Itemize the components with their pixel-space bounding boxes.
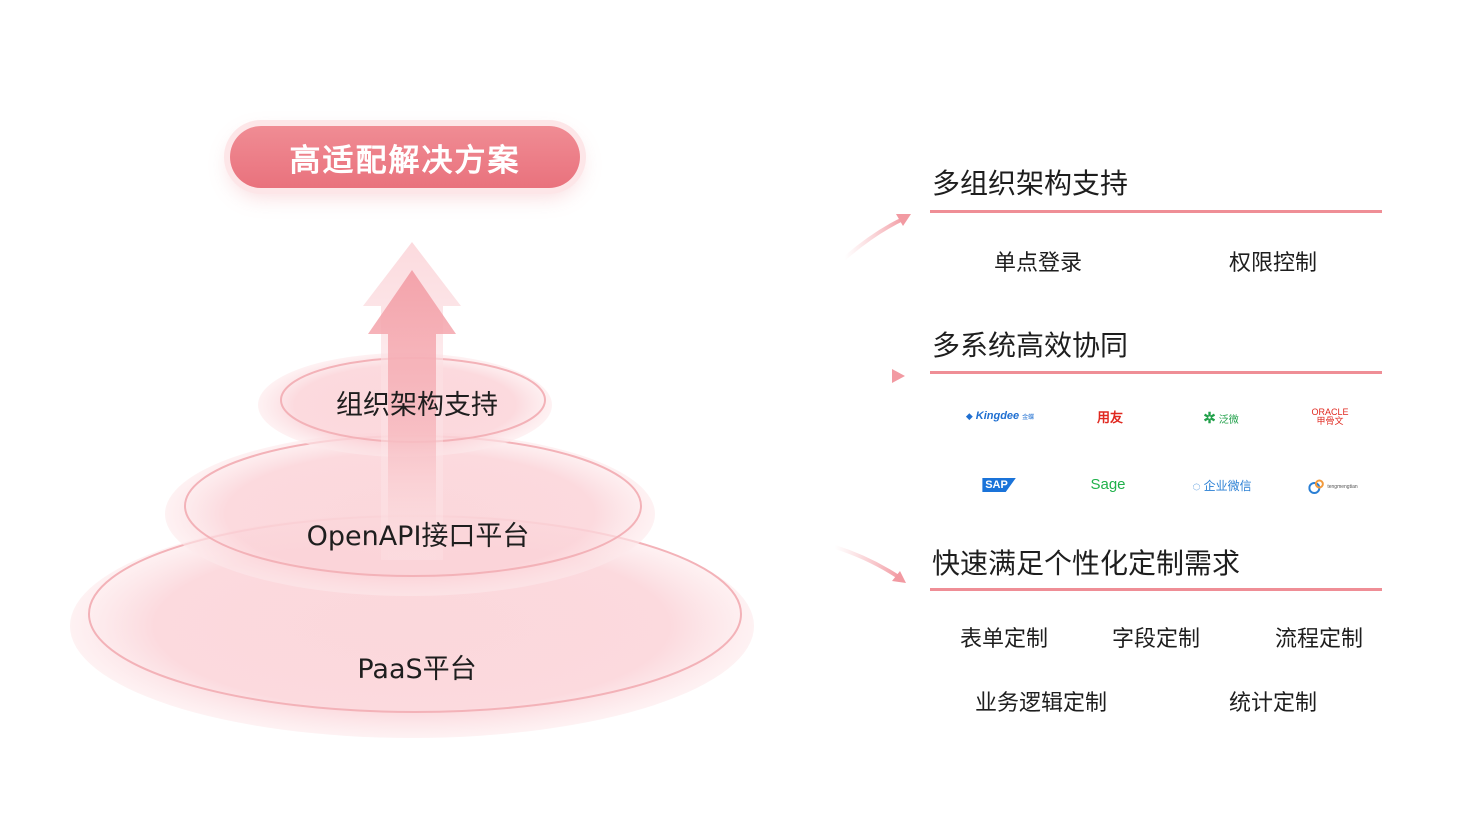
- item-logic-custom: 业务逻辑定制: [974, 691, 1108, 716]
- item-field-custom: 字段定制: [1111, 627, 1201, 652]
- tier-label-org: 组织架构支持: [336, 390, 498, 421]
- section-title-org: 多组织架构支持: [932, 167, 1129, 200]
- yonyou-logo: 用友: [1096, 410, 1124, 425]
- solution-title: 高适配解决方案: [289, 142, 521, 179]
- section-divider-custom: [930, 588, 1382, 591]
- sap-logo: SAP: [982, 478, 1016, 492]
- up-arrow-icon: [363, 242, 461, 560]
- item-form-custom: 表单定制: [959, 627, 1049, 652]
- title-pill: 高适配解决方案: [230, 126, 580, 188]
- section-divider-org: [930, 210, 1382, 213]
- fanwei-logo: ✲ 泛微: [1203, 410, 1239, 427]
- tengmeng-logo-mark: [1308, 479, 1324, 494]
- sage-logo: Sage: [1090, 476, 1126, 493]
- oracle-logo: ORACLE 甲骨文: [1311, 407, 1349, 426]
- tier-label-paas: PaaS平台: [357, 654, 477, 685]
- connector-arrow-1: [843, 214, 911, 260]
- kingdee-logo: ◆ Kingdee 金蝶: [965, 410, 1035, 422]
- section-title-systems: 多系统高效协同: [932, 329, 1129, 362]
- tier-label-openapi: OpenAPI接口平台: [306, 521, 530, 552]
- item-stats-custom: 统计定制: [1228, 691, 1318, 716]
- wecom-logo: ◌ 企业微信: [1192, 477, 1252, 494]
- connector-arrow-2: [820, 369, 905, 383]
- item-flow-custom: 流程定制: [1274, 627, 1364, 652]
- item-permission: 权限控制: [1228, 251, 1318, 276]
- section-divider-systems: [930, 371, 1382, 374]
- item-sso: 单点登录: [993, 251, 1083, 276]
- connector-arrow-3: [833, 545, 906, 583]
- tengmeng-logo: tengmengtian: [1308, 479, 1358, 495]
- section-title-custom: 快速满足个性化定制需求: [932, 547, 1241, 580]
